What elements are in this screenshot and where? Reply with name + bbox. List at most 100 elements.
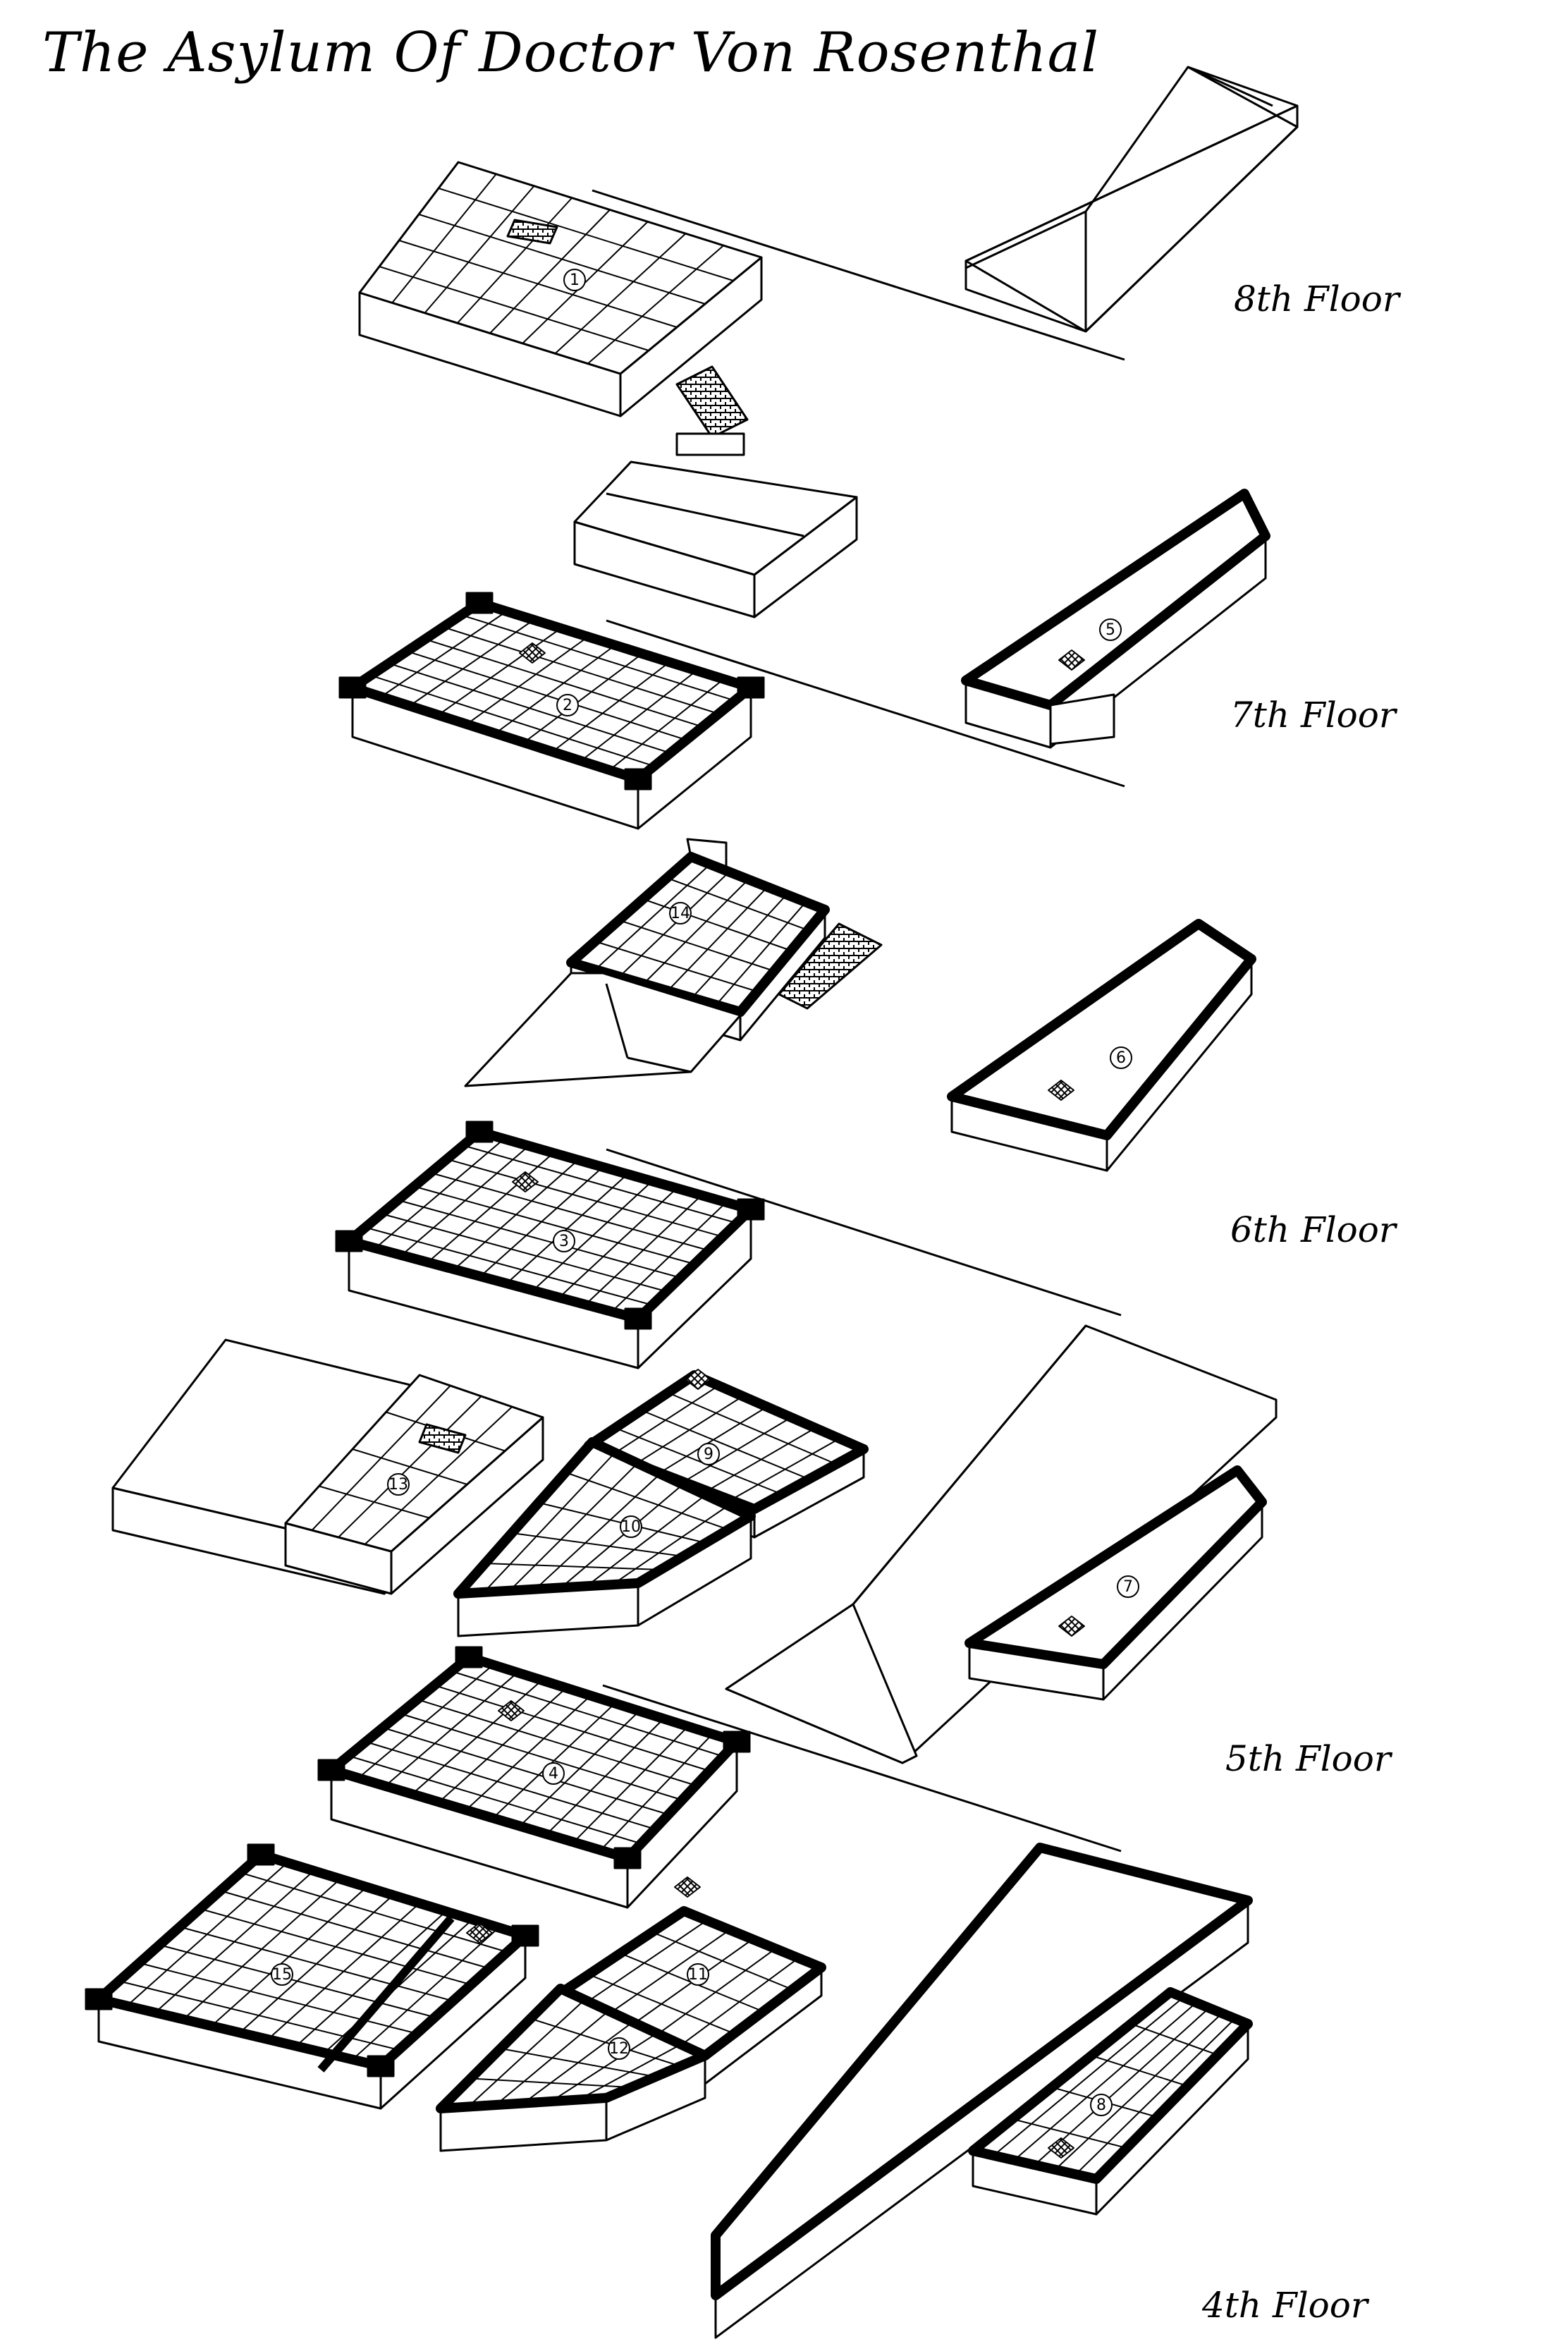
room-number-circle [387, 1473, 410, 1496]
room-14-slab-grid-line [643, 879, 749, 984]
room-number: 6 [1116, 1049, 1126, 1067]
room-2-slab-grid-line [460, 614, 735, 702]
room-3-slab-grid-line [414, 1185, 695, 1265]
room-3-slab-grid-line [398, 1199, 681, 1278]
gable-block [573, 460, 858, 618]
stair-icon [466, 1922, 493, 1943]
room-2-slab-grid-line [443, 626, 719, 715]
map-title: The Asylum Of Doctor Von Rosenthal [42, 21, 1100, 85]
room-1-slab-grid-line [587, 245, 724, 365]
room-marker: 15 [271, 1963, 293, 1986]
room-4-slab-grid-line [400, 1713, 682, 1801]
room-3-slab-grid-line [430, 1172, 709, 1252]
room-number: 2 [563, 697, 572, 714]
room-1-slab-grid-line [489, 209, 611, 334]
room-14-roof [464, 972, 742, 1087]
room-13-grid-grid-line [352, 1448, 467, 1485]
room-3-slab-grid-line [381, 1213, 667, 1293]
room-marker: 3 [553, 1230, 575, 1252]
room-5-bay [1049, 693, 1115, 745]
room-number-circle [1090, 2094, 1113, 2116]
room-14-slab-grid-line [667, 886, 768, 991]
room-number: 3 [559, 1233, 569, 1250]
room-15-slab-grid-line [240, 1872, 508, 1953]
room-2-slab-corner-pillar [338, 676, 367, 699]
room-number-circle [563, 269, 586, 291]
room-14-slab-grid-line [691, 893, 788, 999]
room-10-slab-grid-line [483, 1452, 615, 1593]
room-3-slab [335, 1121, 765, 1369]
room-14-slab-grid-line [642, 898, 792, 951]
room-14-slab-grid-line [666, 877, 809, 931]
stair-icon [498, 1700, 525, 1721]
room-13-grid [284, 1374, 544, 1595]
roof-hip [605, 983, 629, 1058]
roof-gable-end [725, 1603, 918, 1764]
room-marker: 6 [1110, 1046, 1132, 1069]
room-marker: 1 [563, 269, 586, 291]
room-2-slab-grid-line [388, 662, 671, 754]
room-2-slab-grid-line [466, 636, 589, 725]
room-10-slab-grid-line [612, 1505, 729, 1585]
room-2-slab-corner-pillar [624, 768, 652, 791]
room-2-slab-grid-line [580, 670, 697, 762]
room-8-wing-grid-line [1012, 2118, 1127, 2149]
room-marker: 12 [608, 2037, 630, 2060]
room-14-slab-grid-line [618, 920, 775, 972]
room-1-slab [358, 161, 763, 417]
room-number: 11 [688, 1966, 708, 1984]
roof-ridge-line [1084, 66, 1189, 212]
room-marker: 8 [1090, 2094, 1113, 2116]
room-15-slab-grid-line [179, 1926, 453, 2002]
room-3-slab-grid-line [463, 1144, 737, 1224]
room-3-slab-corner-pillar [465, 1121, 494, 1143]
room-2-slab-grid-line [494, 645, 616, 734]
room-marker: 4 [542, 1762, 565, 1785]
room-4-slab-grid-line [365, 1741, 656, 1830]
room-14-slab-grid-line [594, 941, 758, 992]
room-2-slab-grid-line [370, 674, 655, 767]
room-number: 14 [670, 905, 690, 922]
room-number-circle [271, 1963, 293, 1986]
room-12-slab [436, 1984, 710, 2152]
room-4-slab-grid-line [434, 1685, 710, 1772]
room-number-circle [556, 694, 579, 716]
room-number: 1 [570, 271, 580, 289]
roof-ridge [852, 1325, 1087, 1605]
room-5-slab [961, 489, 1270, 749]
room-4-slab-corner-pillar [455, 1646, 483, 1668]
roof-outline [964, 66, 1299, 333]
roof-slope-front [964, 104, 1299, 333]
room-2-slab-grid-line [406, 650, 687, 741]
room-1-slab-grid-line [391, 173, 497, 304]
room-2-slab [338, 592, 765, 830]
floor-divider-6th [606, 1148, 1122, 1317]
room-1-slab-grid-line [554, 233, 687, 354]
room-1-slab-grid-line [418, 214, 706, 305]
room-3-slab-corner-pillar [335, 1230, 363, 1252]
room-15-slab-grid-line [220, 1890, 490, 1970]
room-15-slab-corner-pillar [511, 1924, 539, 1947]
floor-label-4th: 4th Floor [1202, 2285, 1368, 2326]
room-9-slab-grid-line [615, 1427, 783, 1495]
room-number: 7 [1123, 1578, 1133, 1596]
room-marker: 13 [387, 1473, 410, 1496]
room-1-slab-grid-line [438, 188, 734, 281]
room-10-slab-grid-line [565, 1472, 729, 1530]
floor-divider-7th [606, 619, 1125, 788]
stair-brick-hatch [778, 922, 883, 1010]
room-9-slab-wall [584, 1370, 869, 1514]
room-2-slab-grid-line [523, 653, 643, 743]
floor-label-8th: 8th Floor [1234, 279, 1399, 319]
floor-divider-5th [602, 1684, 1122, 1852]
room-number: 12 [609, 2040, 629, 2058]
room-8-slab [711, 1843, 1253, 2339]
room-2-slab-grid-line [424, 638, 703, 728]
room-number-circle [542, 1762, 565, 1785]
stair-icon [1058, 1616, 1085, 1637]
room-15-slab-corner-pillar [85, 1988, 113, 2010]
room-15-slab [85, 1843, 539, 2110]
room-number-circle [553, 1230, 575, 1252]
floor-label-7th: 7th Floor [1230, 695, 1396, 735]
room-marker: 2 [556, 694, 579, 716]
